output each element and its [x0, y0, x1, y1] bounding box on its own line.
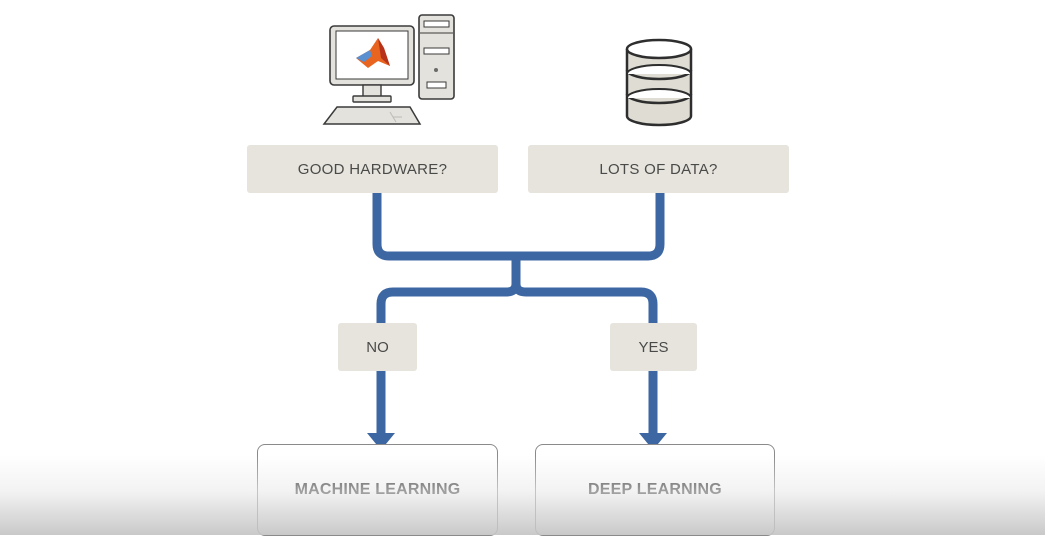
question-good-hardware: GOOD HARDWARE?	[247, 145, 498, 193]
connector-data	[516, 192, 665, 261]
branch-label-yes: YES	[610, 323, 697, 371]
outcome-label: MACHINE LEARNING	[294, 481, 461, 498]
arrow-down-icon	[639, 433, 667, 450]
question-lots-of-data: LOTS OF DATA?	[528, 145, 789, 193]
connector-hardware	[372, 192, 516, 261]
outcome-label: DEEP LEARNING	[588, 481, 722, 498]
branch-label-text: YES	[638, 338, 669, 356]
branch-label-no: NO	[338, 323, 417, 371]
outcome-machine-learning: MACHINE LEARNING	[257, 444, 498, 536]
question-label: LOTS OF DATA?	[599, 160, 718, 178]
connector-stem-right	[511, 283, 658, 434]
arrow-down-icon	[367, 433, 395, 450]
outcome-deep-learning: DEEP LEARNING	[535, 444, 775, 536]
branch-label-text: NO	[366, 338, 389, 356]
question-label: GOOD HARDWARE?	[297, 160, 448, 178]
